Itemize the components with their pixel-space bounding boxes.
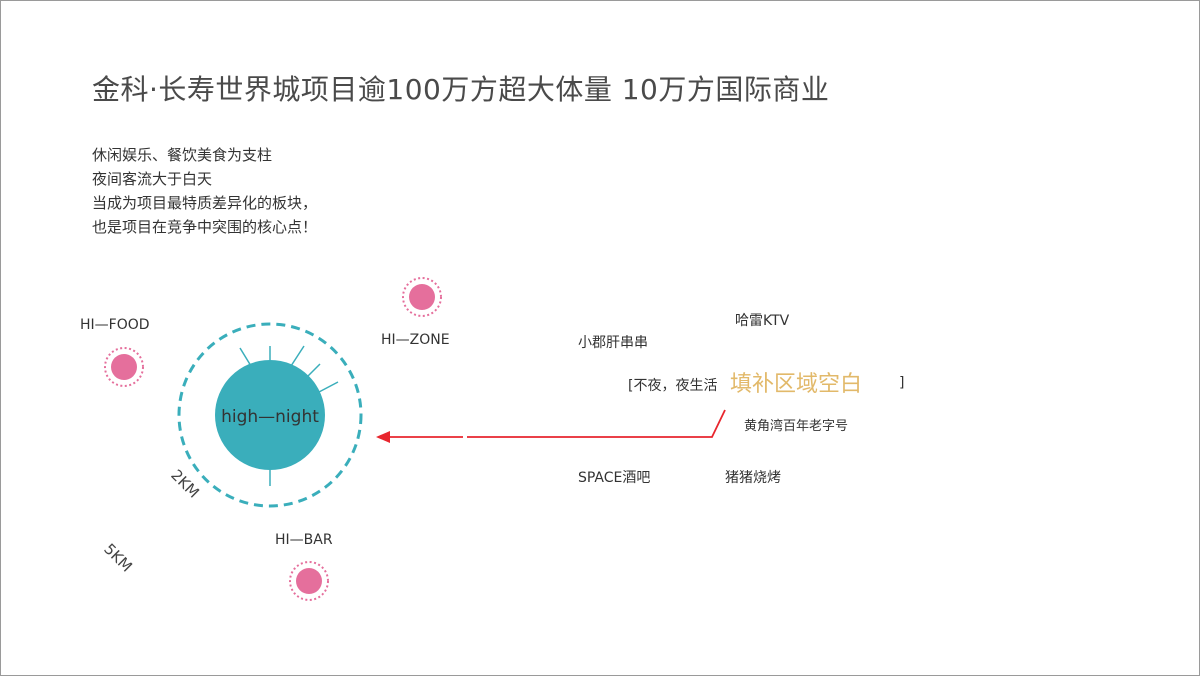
venue-skewers: 小郡肝串串 bbox=[578, 335, 648, 351]
spokes bbox=[239, 345, 339, 486]
intro-text: 休闲娱乐、餐饮美食为支柱 夜间客流大于白天 当成为项目最特质差异化的板块， 也是… bbox=[92, 143, 317, 239]
node-bar-label: HI—BAR bbox=[275, 532, 333, 548]
red-arrow bbox=[376, 409, 726, 443]
intro-line: 休闲娱乐、餐饮美食为支柱 bbox=[92, 146, 273, 164]
node-bar-dot bbox=[289, 561, 329, 601]
node-zone-dot bbox=[402, 277, 442, 317]
intro-line: 也是项目在竞争中突围的核心点！ bbox=[92, 218, 318, 236]
node-zone-label: HI—ZONE bbox=[381, 332, 450, 348]
venue-huangjiaowan: 黄角湾百年老字号 bbox=[744, 419, 849, 434]
venue-ktv: 哈雷KTV bbox=[735, 313, 790, 329]
node-food-dot bbox=[104, 347, 144, 387]
fill-gap-highlight: 填补区域空白 bbox=[730, 372, 863, 397]
nightlife-prefix: [不夜，夜生活 bbox=[628, 378, 718, 394]
node-food-label: HI—FOOD bbox=[80, 317, 150, 333]
venue-bbq: 猪猪烧烤 bbox=[725, 470, 781, 486]
bracket-close: ] bbox=[899, 375, 905, 391]
venue-space-bar: SPACE酒吧 bbox=[578, 470, 651, 486]
center-label: high—night bbox=[221, 407, 319, 427]
intro-line: 当成为项目最特质差异化的板块， bbox=[92, 194, 318, 212]
center-circle bbox=[215, 360, 325, 470]
slide-title: 金科·长寿世界城项目逾100万方超大体量 10万方国际商业 bbox=[92, 73, 830, 106]
dashed-ring bbox=[177, 322, 363, 508]
intro-line: 夜间客流大于白天 bbox=[92, 170, 213, 188]
